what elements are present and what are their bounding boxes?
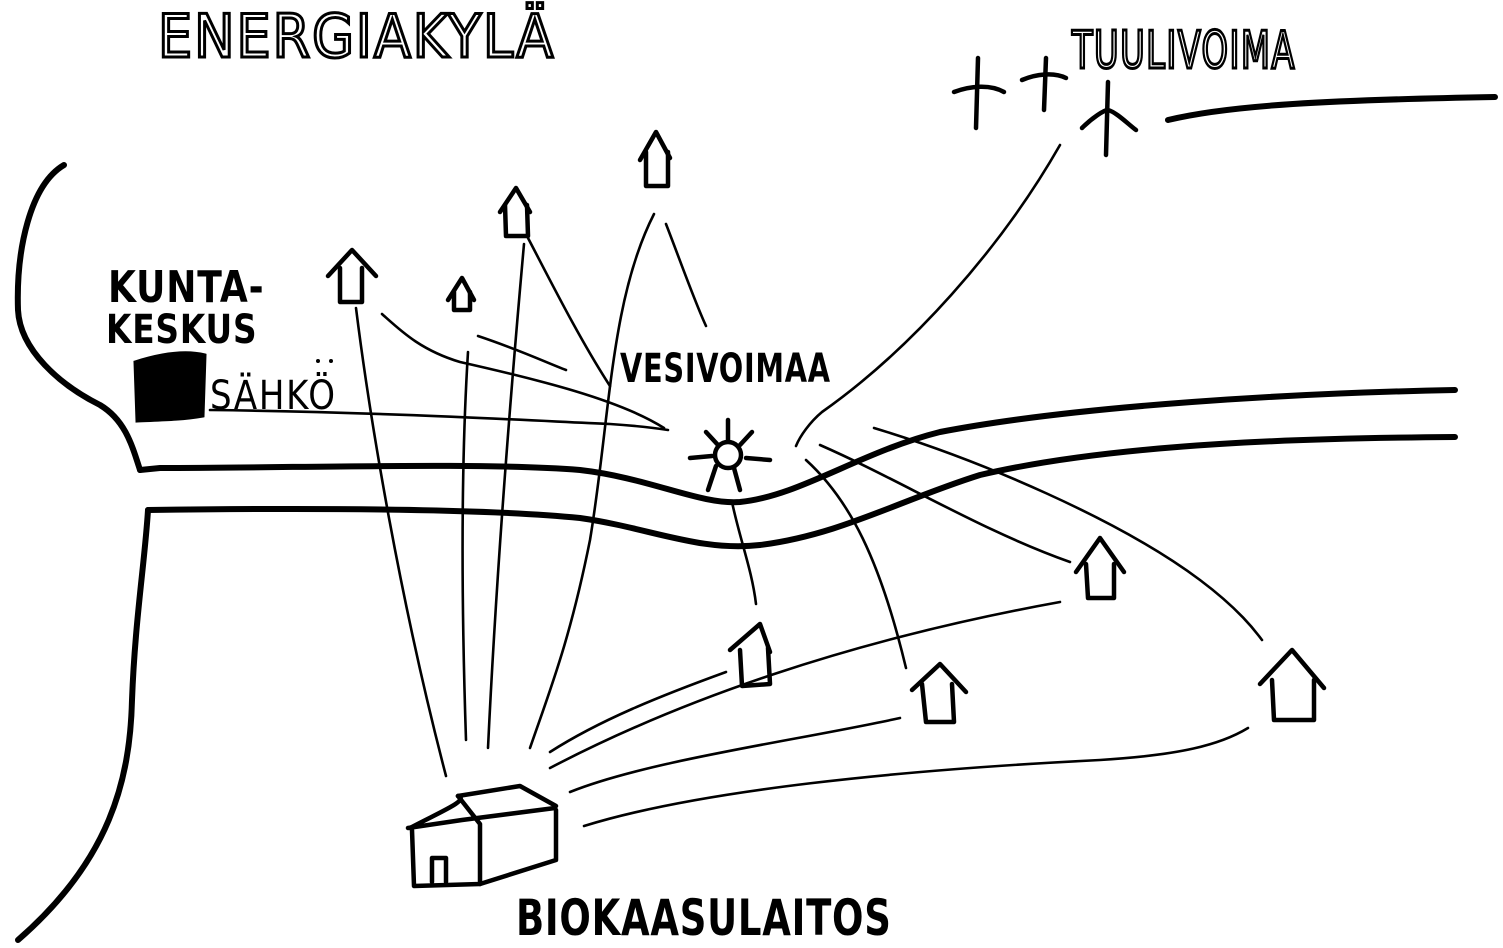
- road-left-curve: [14, 162, 143, 473]
- municipal-center: [133, 351, 207, 423]
- house-icon: [1257, 647, 1327, 723]
- hand-dots: [316, 359, 333, 363]
- water-wheel-icon: [687, 417, 773, 493]
- house-icon: [445, 275, 477, 313]
- building-block-icon: [133, 351, 207, 423]
- house-icon: [727, 621, 773, 689]
- biogas-plant-icon: [405, 783, 559, 889]
- biogas-plant-label: BIOKAASULAITOS: [516, 890, 892, 948]
- house-icon: [1073, 535, 1127, 601]
- houses: [325, 129, 1327, 725]
- wind-turbine-icon: [1079, 79, 1139, 158]
- house-icon: [497, 185, 533, 239]
- wind-turbines: [951, 55, 1139, 158]
- electricity-line: [208, 408, 670, 432]
- diagram-title: ENERGIAKYLÄ: [158, 1, 555, 72]
- road-upper-edge: [137, 387, 1458, 506]
- municipal-center-label-line2: KESKUS: [106, 306, 257, 353]
- connection-lines: [208, 143, 1264, 828]
- road-south-branch: [15, 507, 151, 943]
- road-lower-edge: [145, 434, 1458, 550]
- wind-turbine-icon: [1019, 55, 1069, 113]
- road-network: [14, 94, 1498, 943]
- wind-turbine-icon: [951, 55, 1007, 131]
- road-northeast: [1165, 94, 1498, 123]
- wind-power-label: TUULIVOIMA: [1071, 20, 1296, 81]
- hydro-power-label: VESIVOIMAA: [620, 346, 831, 392]
- municipal-center-label-line1: KUNTA-: [108, 263, 264, 313]
- house-icon: [325, 247, 379, 305]
- house-icon: [637, 129, 673, 189]
- house-icon: [909, 661, 969, 725]
